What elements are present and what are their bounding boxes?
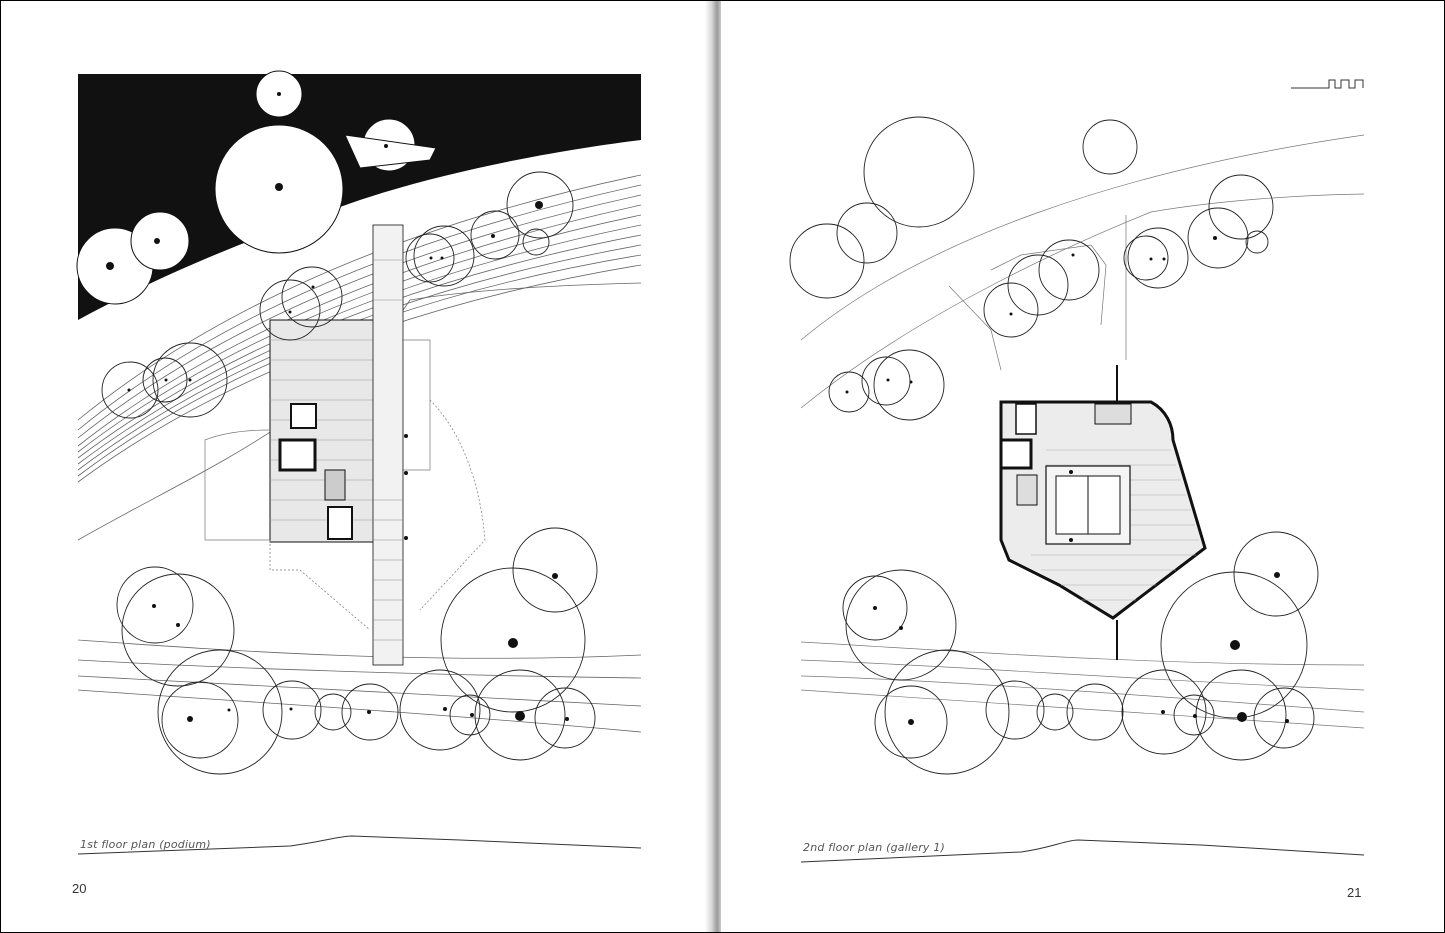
left-page: 1st floor plan (podium) 20 bbox=[0, 0, 712, 933]
dark-landscape-area bbox=[78, 74, 641, 320]
gallery-building bbox=[999, 365, 1207, 660]
right-page-number: 21 bbox=[1347, 885, 1362, 900]
right-page: 2nd floor plan (gallery 1) 21 bbox=[721, 0, 1445, 933]
second-floor-plan-drawing bbox=[789, 79, 1365, 863]
left-page-number: 20 bbox=[72, 881, 87, 896]
site-section-line bbox=[77, 835, 642, 855]
first-floor-plan-drawing bbox=[76, 70, 642, 855]
scale-bar bbox=[1291, 79, 1364, 89]
left-page-caption: 1st floor plan (podium) bbox=[80, 838, 211, 851]
site-section-line bbox=[800, 839, 1365, 863]
right-page-caption: 2nd floor plan (gallery 1) bbox=[803, 841, 946, 854]
